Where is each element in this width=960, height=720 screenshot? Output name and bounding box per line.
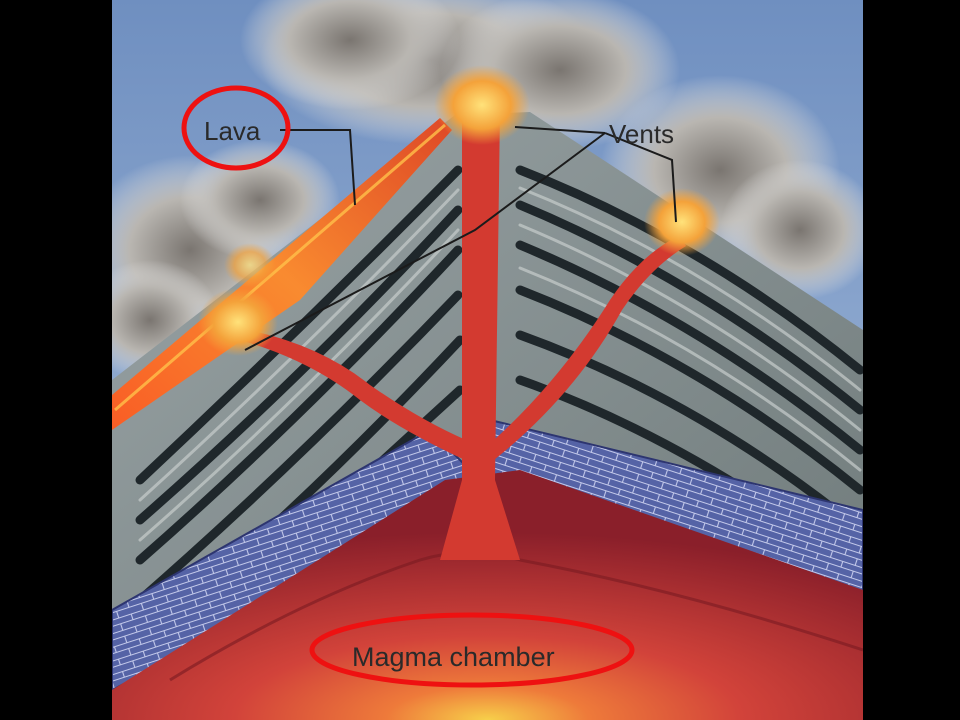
lava-flow xyxy=(112,118,452,430)
vents-label: Vents xyxy=(609,119,674,149)
magma-chamber-label: Magma chamber xyxy=(352,642,555,672)
magma-chamber-region xyxy=(112,470,863,720)
left-branch-conduit xyxy=(240,330,466,460)
main-conduit xyxy=(440,110,520,560)
lava-label: Lava xyxy=(204,116,261,146)
vent-eruptions xyxy=(198,65,720,356)
leader-lines xyxy=(244,126,677,351)
right-branch-conduit xyxy=(494,235,686,460)
lava-highlight-ring xyxy=(181,85,291,171)
magma-chamber-highlight-ring xyxy=(309,612,635,688)
